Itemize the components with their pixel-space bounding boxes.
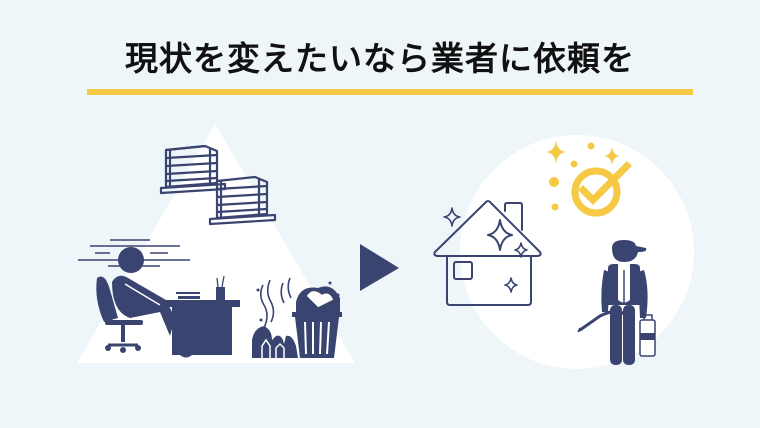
page-title: 現状を変えたいなら業者に依頼を: [125, 39, 635, 78]
play-arrow-icon: [360, 244, 399, 291]
stacked-papers-icon: [208, 175, 277, 226]
after-circle-shape: [460, 135, 694, 369]
sparkling-house-icon: [433, 200, 542, 306]
title-underline: [87, 89, 693, 95]
tired-person-at-desk-icon: [78, 239, 240, 358]
checkmark-badge-icon: [546, 140, 632, 217]
garbage-bin-icon: [252, 277, 342, 358]
cleaning-worker-icon: [577, 240, 656, 365]
